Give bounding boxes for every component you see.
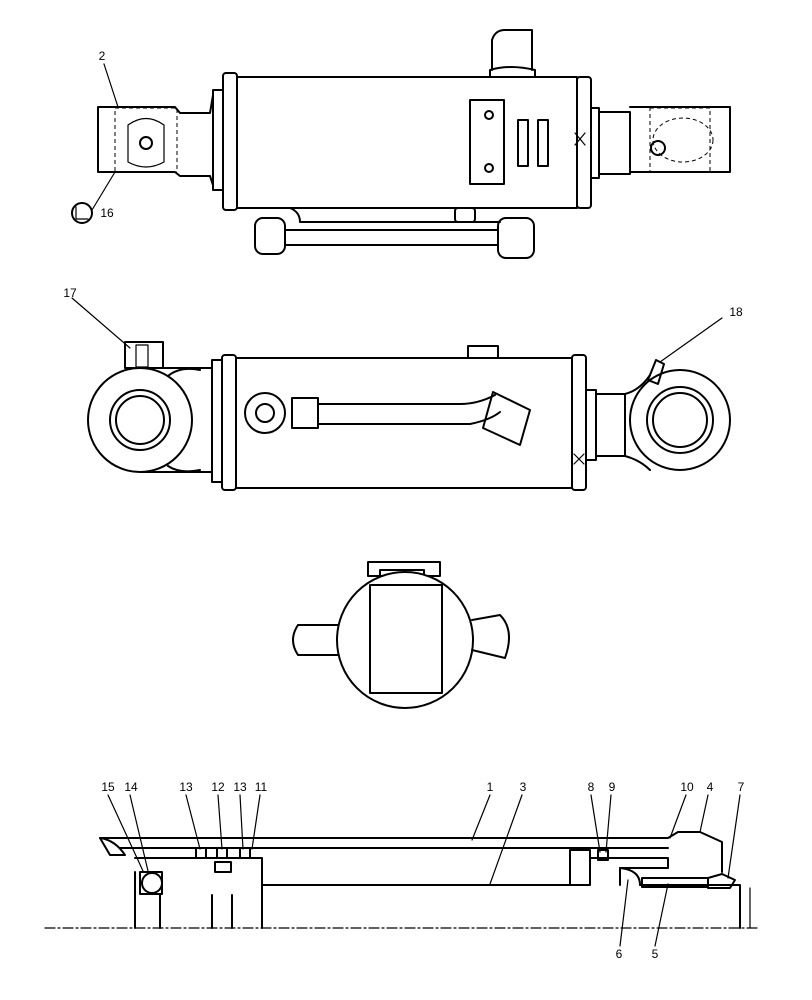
- callout-4: 4: [707, 780, 714, 794]
- callout-15: 15: [101, 780, 115, 794]
- callout-1: 1: [487, 780, 494, 794]
- callout-3: 3: [520, 780, 527, 794]
- callout-5: 5: [652, 947, 659, 961]
- callout-10: 10: [680, 780, 694, 794]
- callout-13b: 13: [233, 780, 247, 794]
- side-view: [71, 297, 731, 491]
- callout-7: 7: [738, 780, 745, 794]
- callout-13a: 13: [179, 780, 193, 794]
- callout-14: 14: [124, 780, 138, 794]
- section-view: [44, 794, 761, 947]
- callout-11: 11: [255, 780, 268, 794]
- callout-17: 17: [63, 286, 77, 300]
- callout-9: 9: [609, 780, 616, 794]
- top-view: [71, 29, 731, 259]
- end-view: [292, 561, 510, 709]
- callout-6: 6: [616, 947, 623, 961]
- callout-8: 8: [588, 780, 595, 794]
- callout-18: 18: [729, 305, 743, 319]
- callout-2: 2: [99, 49, 106, 63]
- callout-12: 12: [211, 780, 225, 794]
- callout-16: 16: [100, 206, 114, 220]
